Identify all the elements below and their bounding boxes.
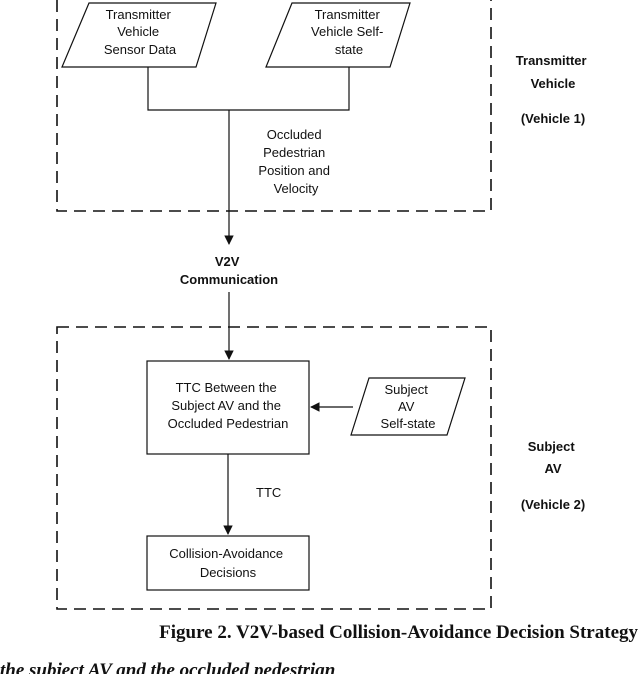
ttc-box-line-1: TTC Between the bbox=[176, 380, 277, 395]
tx-self-line-3: state bbox=[335, 42, 363, 57]
v2v-line-1: V2V bbox=[215, 254, 240, 269]
svg-text:Subject AV Self-state: Subject AV Self-state bbox=[381, 382, 436, 431]
subject-group-line-2: AV bbox=[544, 461, 561, 476]
subject-self-line-1: Subject bbox=[385, 382, 429, 397]
svg-text:Occluded Pedestrian Po: Occluded Pedestrian Position and Velocit… bbox=[258, 127, 333, 196]
tx-sensor-line-2: Vehicle bbox=[117, 24, 159, 39]
merge-connector bbox=[147, 67, 350, 111]
collision-avoidance-decisions-node bbox=[146, 535, 310, 591]
cutoff-body-text: the subject AV and the occluded pedestri… bbox=[0, 660, 336, 674]
ttc-box-line-3: Occluded Pedestrian bbox=[168, 416, 289, 431]
tx-self-state-node bbox=[265, 2, 411, 68]
ttc-edge-label: TTC bbox=[256, 485, 281, 500]
ttc-box-line-2: Subject AV and the bbox=[171, 398, 281, 413]
occluded-line-3: Position and bbox=[258, 163, 330, 178]
decisions-line-2: Decisions bbox=[200, 565, 257, 580]
subject-group-id: (Vehicle 2) bbox=[521, 497, 585, 512]
svg-text:Transmitter Vehicle Se: Transmitter Vehicle Sensor Data bbox=[104, 7, 177, 57]
occluded-line-2: Pedestrian bbox=[263, 145, 325, 160]
transmitter-group-id: (Vehicle 1) bbox=[521, 111, 585, 126]
occluded-line-1: Occluded bbox=[267, 127, 322, 142]
subject-self-line-3: Self-state bbox=[381, 416, 436, 431]
tx-sensor-line-3: Sensor Data bbox=[104, 42, 177, 57]
subject-self-state-node bbox=[350, 377, 466, 436]
ttc-calculation-node bbox=[146, 360, 310, 455]
svg-text:Collision-Avoidance Decisi: Collision-Avoidance Decisions bbox=[169, 546, 287, 580]
transmitter-group-line-2: Vehicle bbox=[531, 76, 576, 91]
v2v-line-2: Communication bbox=[180, 272, 278, 287]
flowchart: Transmitter Vehicle Sensor Data Transmit… bbox=[56, 0, 590, 610]
subject-self-line-2: AV bbox=[398, 399, 415, 414]
svg-text:TTC Between the Subject AV: TTC Between the Subject AV and the Occlu… bbox=[168, 380, 289, 431]
subject-group-line-1: Subject bbox=[528, 439, 576, 454]
svg-text:V2V Communication: V2V Communication bbox=[180, 254, 278, 287]
transmitter-group-line-1: Transmitter bbox=[516, 53, 587, 68]
decisions-line-1: Collision-Avoidance bbox=[169, 546, 283, 561]
svg-text:Transmitter Vehicle: Transmitter Vehicle bbox=[516, 53, 590, 91]
svg-text:Transmitter Vehicle Self-: Transmitter Vehicle Self- state bbox=[311, 7, 387, 57]
tx-self-line-1: Transmitter bbox=[315, 7, 381, 22]
svg-text:Subject AV: Subject AV bbox=[528, 439, 579, 476]
tx-sensor-line-1: Transmitter bbox=[106, 7, 172, 22]
transmitter-group-border bbox=[56, 0, 492, 212]
tx-sensor-data-node bbox=[61, 2, 217, 68]
subject-group-border bbox=[56, 326, 492, 610]
figure-caption: Figure 2. V2V-based Collision-Avoidance … bbox=[159, 622, 638, 643]
occluded-line-4: Velocity bbox=[274, 181, 319, 196]
tx-self-line-2: Vehicle Self- bbox=[311, 24, 383, 39]
